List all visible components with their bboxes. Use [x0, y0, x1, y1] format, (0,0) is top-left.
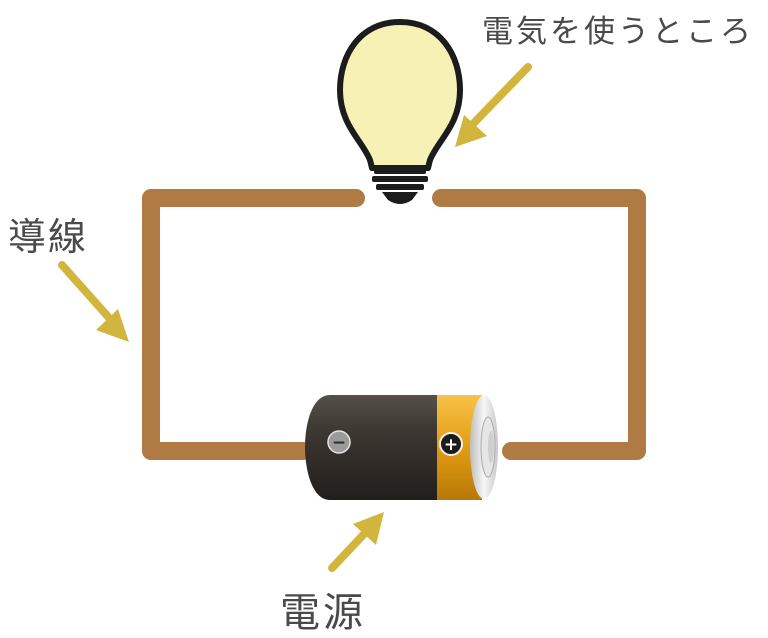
- arrow-icon-wire: [58, 261, 129, 342]
- wire-right: [432, 189, 646, 460]
- power-source-label: 電源: [280, 590, 366, 636]
- wire-left: [142, 189, 365, 460]
- light-bulb-icon: [337, 19, 463, 204]
- wire-label: 導線: [8, 215, 89, 259]
- arrow-icon-source: [328, 512, 384, 572]
- negative-symbol: −: [332, 433, 346, 453]
- positive-terminal-icon: [439, 432, 463, 456]
- positive-symbol: +: [444, 435, 458, 455]
- battery-icon: − +: [305, 395, 498, 500]
- negative-terminal-icon: [327, 430, 351, 454]
- load-label: 電気を使うところ: [482, 14, 754, 50]
- arrow-icon-load: [455, 63, 532, 147]
